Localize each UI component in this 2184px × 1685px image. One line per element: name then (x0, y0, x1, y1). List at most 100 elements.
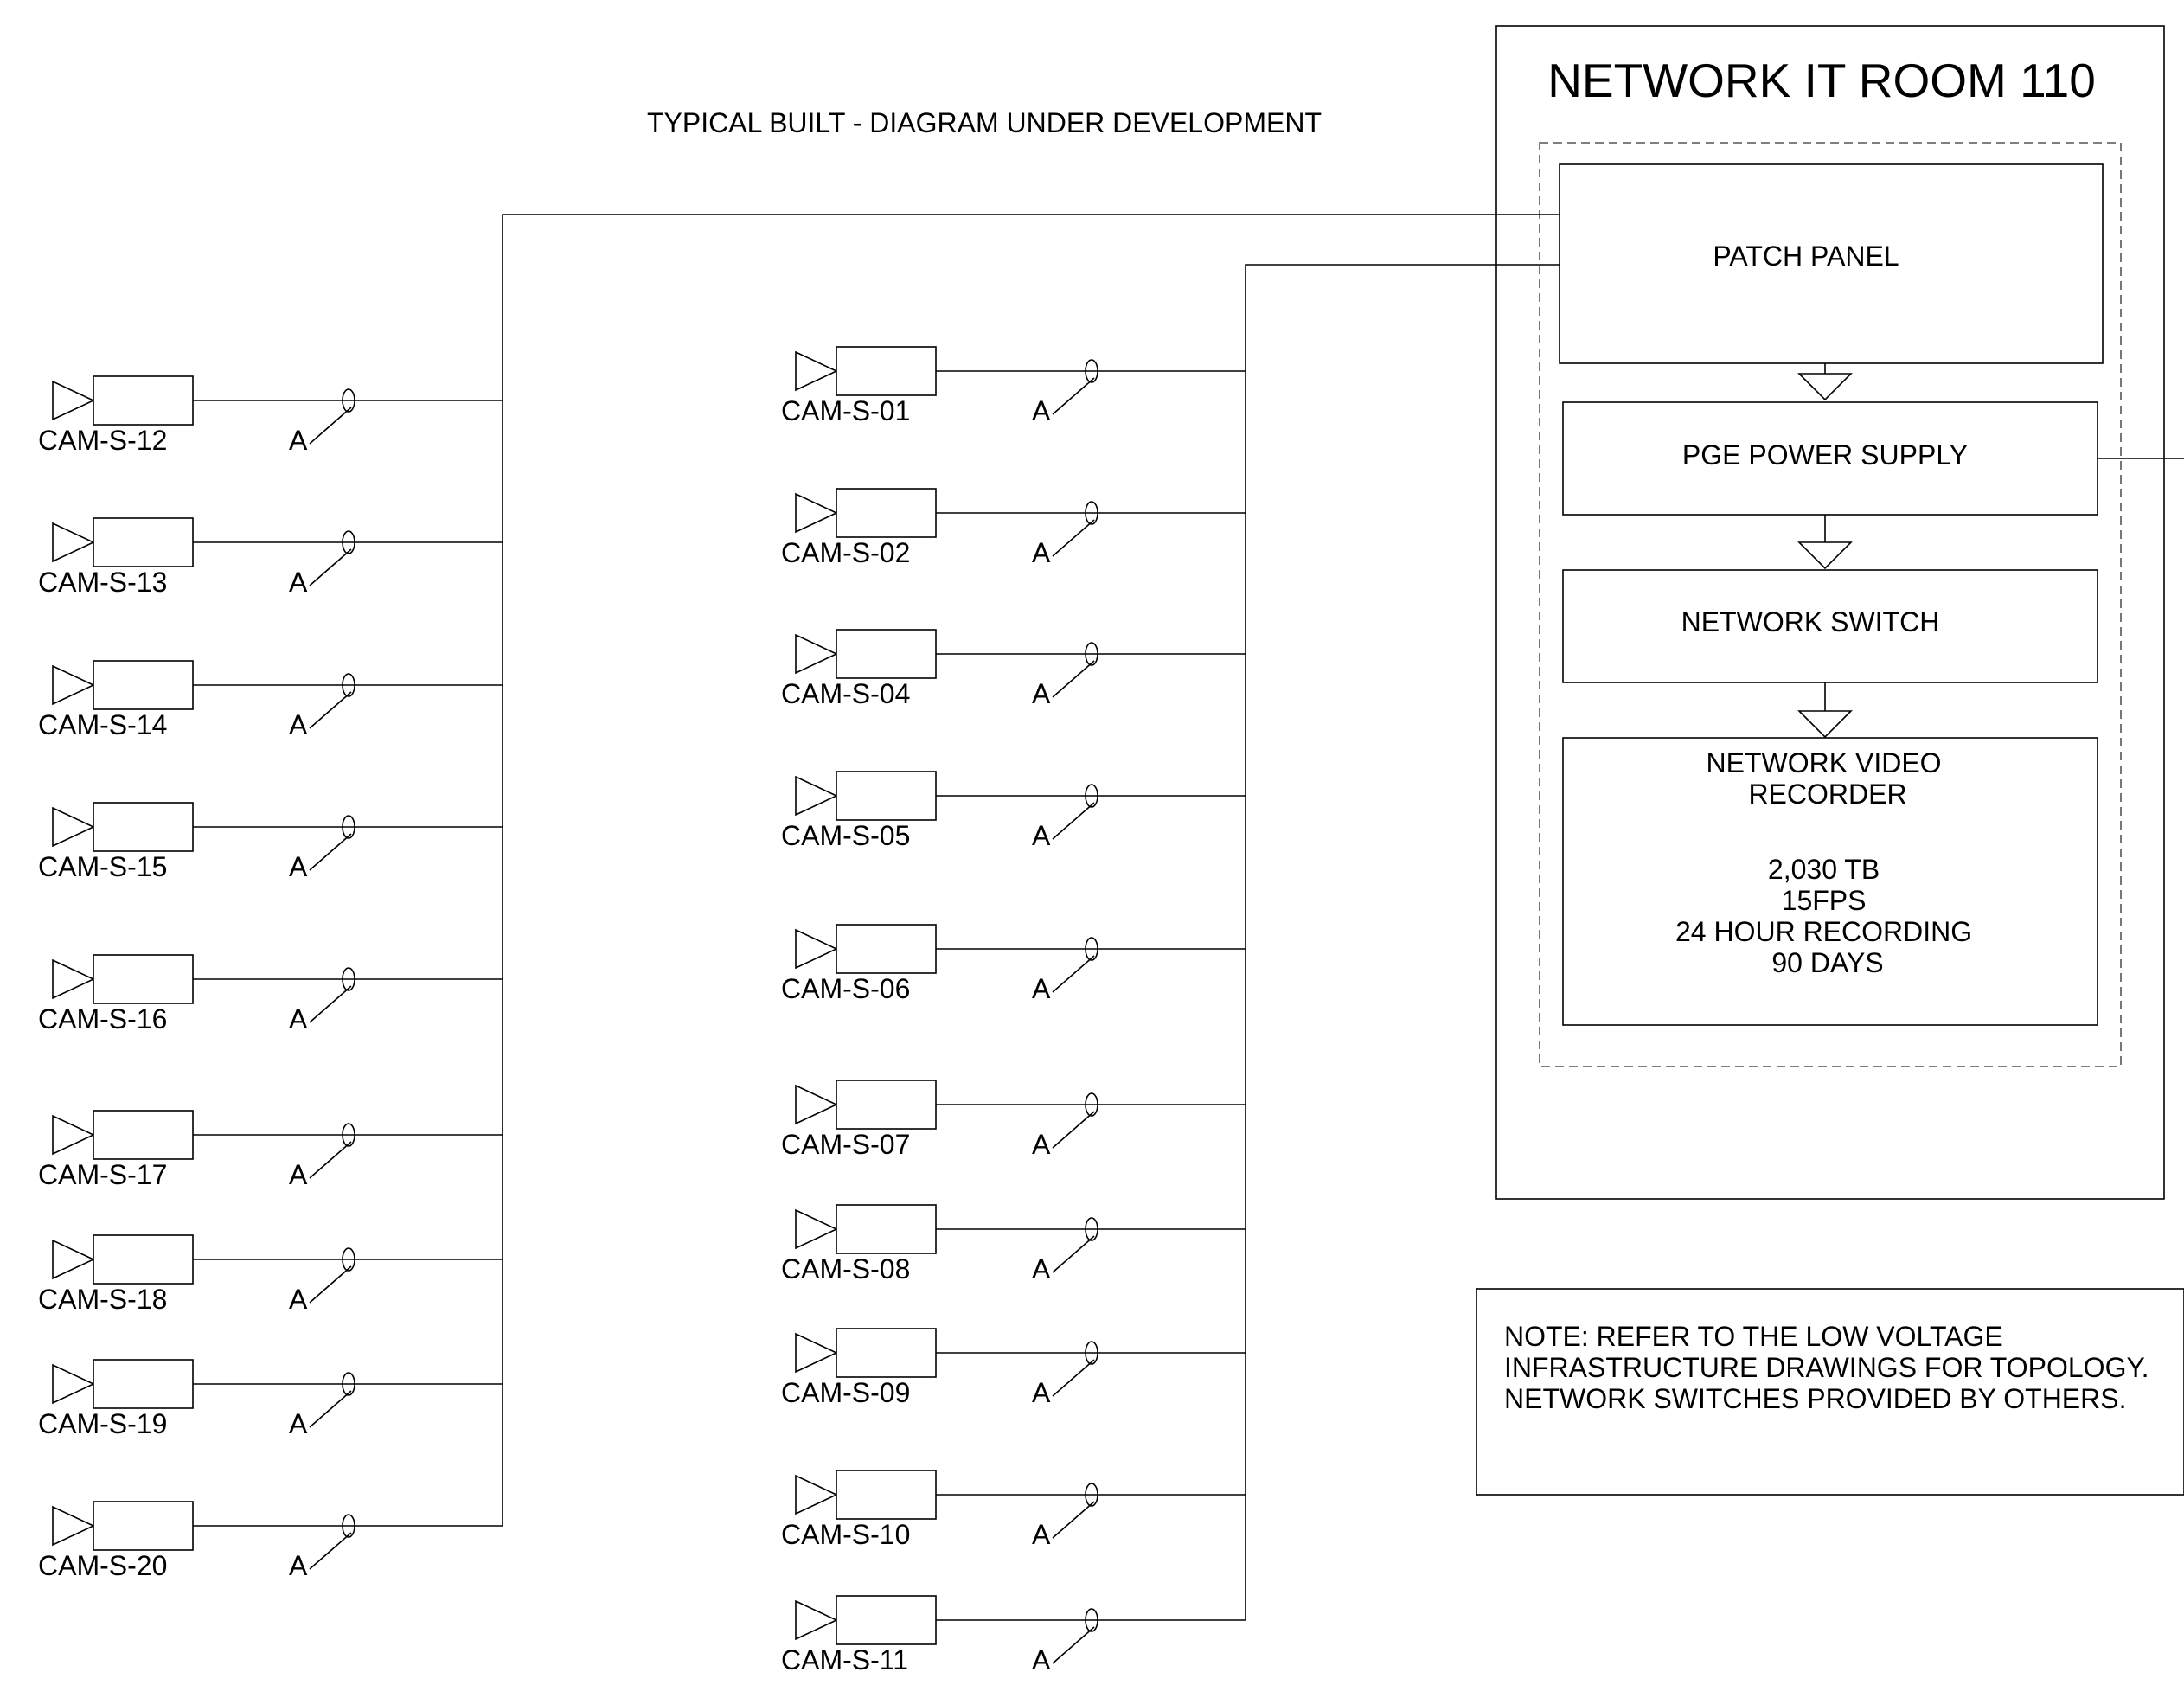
cable-type-label: A (289, 1159, 308, 1190)
camera-lens-icon (52, 806, 95, 848)
camera-body-icon (836, 771, 937, 821)
cable-type-label: A (1032, 1129, 1051, 1160)
arrow-down-icon (1797, 373, 1853, 401)
camera-lens-icon (52, 380, 95, 421)
cable-leader-line (1052, 1111, 1095, 1149)
cable-type-label: A (1032, 395, 1051, 426)
camera-body-icon (93, 954, 194, 1004)
cable-marker-icon (1085, 784, 1098, 808)
cable-marker-icon (1085, 1483, 1098, 1507)
arrow-down-icon (1797, 541, 1853, 570)
cable-leader-line (309, 833, 352, 871)
camera-body-icon (836, 629, 937, 679)
camera-lens-icon (795, 1474, 838, 1515)
network-switch-label: NETWORK SWITCH (1681, 606, 1940, 637)
power-supply-label: PGE POWER SUPPLY (1682, 439, 1968, 471)
cable-leader-line (1052, 1359, 1095, 1397)
cable-marker-icon (342, 1247, 355, 1272)
camera-body-icon (836, 488, 937, 538)
camera-label: CAM-S-11 (781, 1644, 908, 1675)
camera-label: CAM-S-10 (781, 1519, 910, 1550)
camera-body-icon (93, 660, 194, 710)
note-text: NOTE: REFER TO THE LOW VOLTAGE INFRASTRU… (1504, 1321, 2156, 1414)
camera-body-icon (93, 1234, 194, 1285)
cable-leader-line (1052, 1501, 1095, 1539)
left-trunk-line (502, 214, 1560, 1526)
equipment-rack-outline (1539, 142, 2122, 1067)
camera-label: CAM-S-07 (781, 1129, 910, 1160)
note-line: NOTE: REFER TO THE LOW VOLTAGE (1504, 1321, 2003, 1352)
camera-lens-icon (795, 1084, 838, 1125)
note-box (1476, 1288, 2184, 1496)
note-line: INFRASTRUCTURE DRAWINGS FOR TOPOLOGY. (1504, 1352, 2149, 1383)
camera-label: CAM-S-02 (781, 537, 910, 568)
camera-body-icon (836, 1328, 937, 1378)
cable-marker-icon (1085, 501, 1098, 525)
cable-marker-icon (1085, 1341, 1098, 1365)
camera-body-icon (93, 1501, 194, 1551)
cable-type-label: A (1032, 973, 1051, 1004)
camera-label: CAM-S-13 (38, 567, 167, 598)
camera-unit: CAM-S-01 A (781, 346, 1246, 426)
cable-leader-line (1052, 955, 1095, 993)
cable-leader-line (309, 1390, 352, 1428)
camera-lens-icon (795, 1332, 838, 1374)
cable-leader-line (309, 985, 352, 1023)
camera-body-icon (836, 1470, 937, 1520)
camera-lens-icon (795, 1208, 838, 1250)
camera-lens-icon (52, 1363, 95, 1405)
camera-label: CAM-S-08 (781, 1253, 910, 1285)
cable-leader-line (1052, 519, 1095, 557)
cable-type-label: A (289, 567, 308, 598)
camera-lens-icon (795, 633, 838, 675)
camera-body-icon (93, 802, 194, 852)
cable-type-label: A (1032, 537, 1051, 568)
cable-leader-line (309, 1141, 352, 1179)
cable-marker-icon (342, 1372, 355, 1396)
cable-marker-icon (1085, 1092, 1098, 1117)
nvr-box (1562, 737, 2098, 1026)
cable-leader-line (309, 1532, 352, 1570)
cable-leader-line (1052, 660, 1095, 698)
cable-marker-icon (342, 673, 355, 697)
cable-marker-icon (342, 388, 355, 413)
cable-type-label: A (289, 1284, 308, 1315)
camera-body-icon (93, 517, 194, 567)
camera-label: CAM-S-18 (38, 1284, 167, 1315)
camera-label: CAM-S-16 (38, 1003, 167, 1035)
cable-marker-icon (1085, 1608, 1098, 1632)
cable-leader-line (309, 548, 352, 586)
cable-type-label: A (289, 425, 308, 456)
cable-leader-line (1052, 1626, 1095, 1664)
nvr-specs: 2,030 TB 15FPS 24 HOUR RECORDING 90 DAYS (1675, 854, 1980, 978)
camera-body-icon (836, 346, 937, 396)
camera-body-icon (93, 1359, 194, 1409)
camera-label: CAM-S-01 (781, 395, 910, 426)
note-line: NETWORK SWITCHES PROVIDED BY OTHERS. (1504, 1383, 2126, 1414)
cable-leader-line (309, 407, 352, 445)
cable-type-label: A (289, 1408, 308, 1439)
diagram-title: TYPICAL BUILT - DIAGRAM UNDER DEVELOPMEN… (647, 107, 1322, 138)
cable-type-label: A (1032, 1377, 1051, 1408)
cable-leader-line (1052, 377, 1095, 415)
camera-body-icon (93, 375, 194, 426)
camera-body-icon (836, 1080, 937, 1130)
cable-type-label: A (1032, 1253, 1051, 1285)
camera-lens-icon (52, 1505, 95, 1547)
patch-panel-label: PATCH PANEL (1713, 240, 1899, 272)
camera-lens-icon (795, 492, 838, 534)
nvr-title-line: NETWORK VIDEO (1707, 747, 1942, 778)
